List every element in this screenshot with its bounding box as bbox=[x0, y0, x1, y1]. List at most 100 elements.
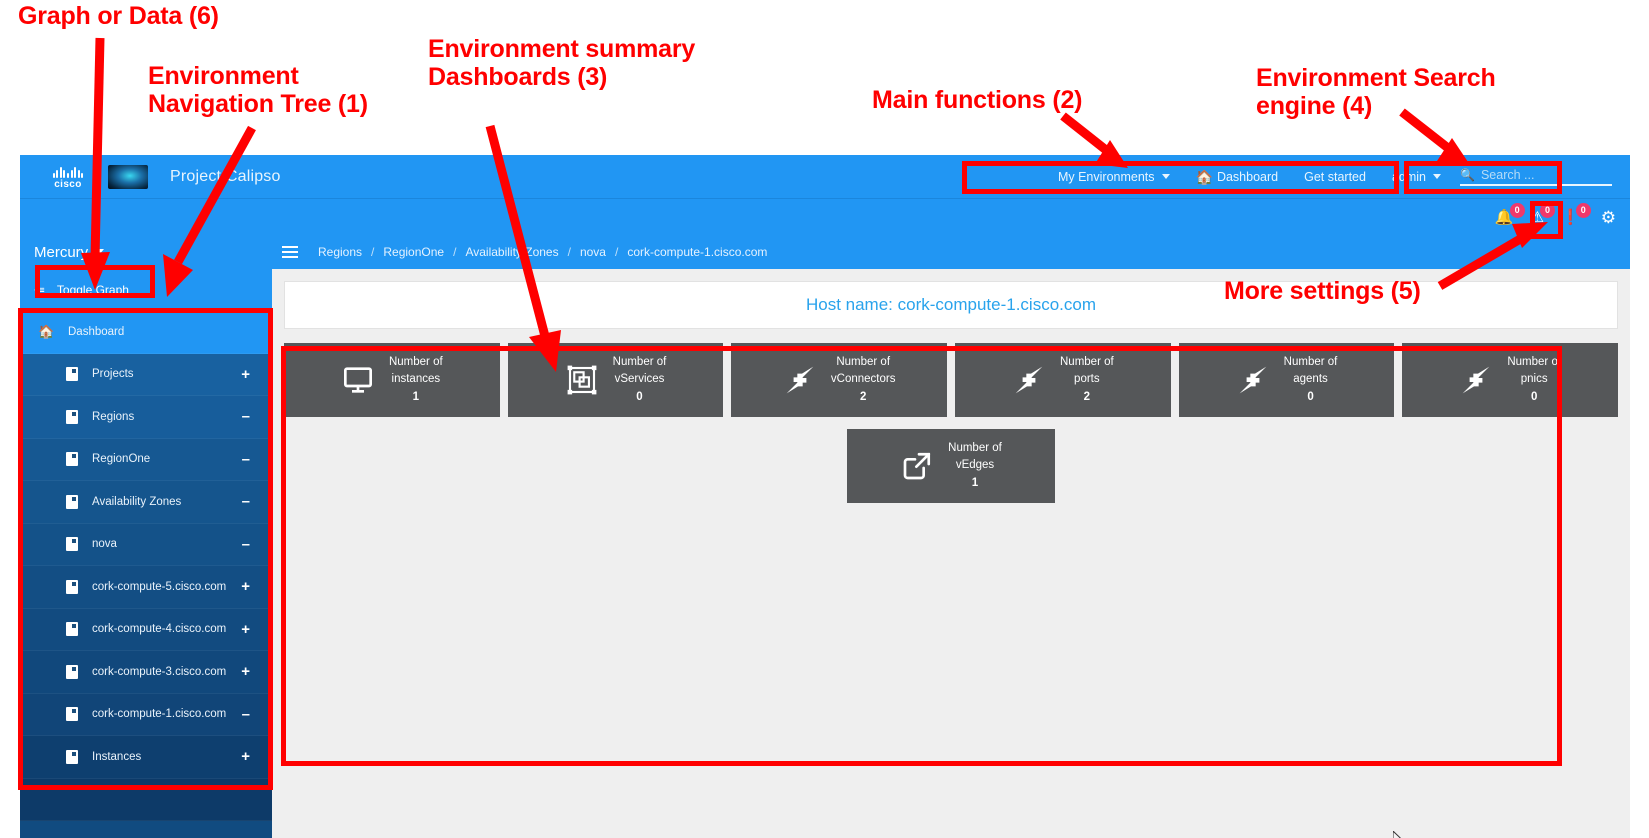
tile-line2: pnics bbox=[1520, 372, 1548, 385]
node-icon bbox=[66, 494, 78, 509]
annotation-box-search bbox=[1404, 161, 1562, 194]
tile-line1: Number of bbox=[1060, 355, 1114, 368]
node-icon bbox=[66, 409, 78, 424]
tile-ports[interactable]: Number of ports 2 bbox=[955, 343, 1171, 417]
expand-toggle-icon[interactable]: + bbox=[241, 365, 250, 383]
notification-bell[interactable]: 🔔 0 bbox=[1493, 202, 1527, 226]
sidebar-item-label: cork-compute-3.cisco.com bbox=[92, 665, 227, 678]
tile-value: 1 bbox=[412, 391, 420, 404]
tile-vedges[interactable]: Number of vEdges 1 bbox=[847, 429, 1055, 503]
sidebar-item-dashboard[interactable]: 🏠 Dashboard bbox=[20, 311, 272, 354]
home-icon: 🏠 bbox=[38, 323, 55, 339]
tile-line2: vEdges bbox=[955, 458, 995, 471]
collapse-toggle-icon[interactable]: – bbox=[241, 705, 250, 723]
tile-text: Number of ports 2 bbox=[1060, 354, 1114, 406]
collapse-toggle-icon[interactable]: – bbox=[241, 408, 250, 426]
expand-toggle-icon[interactable]: + bbox=[241, 578, 250, 596]
breadcrumb-item-regions[interactable]: Regions bbox=[318, 245, 363, 259]
chevron-down-icon bbox=[94, 249, 105, 255]
breadcrumb-item-regionone[interactable]: RegionOne bbox=[383, 245, 445, 259]
alert-bar: 🔔 0 ⚠ 0 ❗ 0 ⚙ bbox=[20, 198, 1630, 235]
node-icon bbox=[66, 622, 78, 637]
arrows-in-icon bbox=[783, 363, 817, 397]
bell-badge-count: 0 bbox=[1509, 202, 1525, 218]
nav-my-environments-label: My Environments bbox=[1057, 169, 1155, 184]
annotation-box-settings bbox=[1530, 201, 1563, 239]
annotation-box-main-functions bbox=[962, 161, 1399, 194]
settings-gear-button[interactable]: ⚙ bbox=[1601, 209, 1616, 226]
sidebar-item-projects[interactable]: Projects + bbox=[20, 353, 272, 396]
breadcrumb-separator: / bbox=[371, 245, 375, 259]
annotation-label-1: Environment Navigation Tree (1) bbox=[148, 62, 368, 118]
environment-name: Mercury bbox=[34, 243, 89, 261]
sidebar-item-cork-compute-5[interactable]: cork-compute-5.cisco.com + bbox=[20, 566, 272, 609]
sidebar-item-label: RegionOne bbox=[92, 453, 151, 466]
sidebar-item-instances[interactable]: Instances + bbox=[20, 736, 272, 779]
sidebar-item-availability-zones[interactable]: Availability Zones – bbox=[20, 481, 272, 524]
expand-toggle-icon[interactable]: + bbox=[241, 748, 250, 766]
tile-pnics[interactable]: Number of pnics 0 bbox=[1402, 343, 1619, 417]
expand-toggle-icon[interactable]: + bbox=[241, 663, 250, 681]
node-icon bbox=[66, 452, 78, 467]
tile-vservices[interactable]: Number of vServices 0 bbox=[507, 343, 724, 417]
tile-line1: Number of bbox=[612, 355, 667, 368]
node-icon bbox=[66, 749, 78, 764]
sidebar-item-regions[interactable]: Regions – bbox=[20, 396, 272, 439]
search-input[interactable] bbox=[1480, 167, 1612, 182]
tile-value: 1 bbox=[971, 477, 979, 490]
annotation-label-3: Environment summary Dashboards (3) bbox=[428, 35, 696, 91]
nav-my-environments[interactable]: My Environments bbox=[1045, 155, 1183, 198]
home-icon: 🏠 bbox=[1195, 168, 1213, 185]
sidebar-item-cork-compute-3[interactable]: cork-compute-3.cisco.com + bbox=[20, 651, 272, 694]
tile-text: Number of instances 1 bbox=[389, 354, 443, 406]
tile-text: Number of pnics 0 bbox=[1507, 354, 1561, 406]
collapse-toggle-icon[interactable]: – bbox=[241, 450, 250, 468]
node-icon bbox=[66, 537, 78, 552]
sidebar-item-regionone[interactable]: RegionOne – bbox=[20, 438, 272, 481]
bell-icon: 🔔 bbox=[1494, 208, 1514, 226]
breadcrumb-item-cork-compute-1[interactable]: cork-compute-1.cisco.com bbox=[627, 245, 768, 259]
tile-instances[interactable]: Number of instances 1 bbox=[284, 343, 500, 417]
sidebar-item-cork-compute-1[interactable]: cork-compute-1.cisco.com – bbox=[20, 693, 272, 736]
tile-value: 0 bbox=[1530, 391, 1538, 404]
error-badge-count: 0 bbox=[1575, 202, 1591, 218]
tile-vconnectors[interactable]: Number of vConnectors 2 bbox=[731, 343, 948, 417]
cisco-logo: cisco bbox=[46, 164, 90, 190]
breadcrumb-item-nova[interactable]: nova bbox=[579, 245, 606, 259]
tile-line1: Number of bbox=[948, 441, 1002, 454]
tile-agents[interactable]: Number of agents 0 bbox=[1178, 343, 1395, 417]
sidebar-item-label: Dashboard bbox=[68, 325, 125, 338]
nav-get-started[interactable]: Get started bbox=[1291, 155, 1379, 198]
environment-search[interactable]: 🔍 bbox=[1460, 167, 1612, 186]
tile-line2: vConnectors bbox=[830, 372, 896, 385]
tile-value: 2 bbox=[859, 391, 867, 404]
breadcrumb-item-availability-zones[interactable]: Availability Zones bbox=[465, 245, 559, 259]
arrows-in-icon bbox=[1236, 363, 1270, 397]
app-title: Project Calipso bbox=[170, 167, 281, 185]
notification-error[interactable]: ❗ 0 bbox=[1559, 202, 1593, 226]
tile-text: Number of vEdges 1 bbox=[948, 440, 1002, 492]
nav-get-started-label: Get started bbox=[1304, 169, 1366, 184]
search-icon: 🔍 bbox=[1460, 167, 1475, 182]
annotation-box-dashboards bbox=[281, 346, 1562, 766]
node-icon bbox=[66, 707, 78, 722]
tile-line2: vServices bbox=[614, 372, 665, 385]
collapse-toggle-icon[interactable]: – bbox=[241, 535, 250, 553]
annotation-box-toggle-graph bbox=[35, 265, 155, 298]
arrows-in-icon bbox=[1012, 363, 1046, 397]
dashboard-tiles-row-2: Number of vEdges 1 bbox=[284, 429, 1618, 503]
tile-line1: Number of bbox=[1507, 355, 1562, 368]
menu-hamburger-icon[interactable] bbox=[282, 246, 298, 258]
sidebar-item-label: Regions bbox=[92, 410, 135, 423]
sidebar-item-cork-compute-4[interactable]: cork-compute-4.cisco.com + bbox=[20, 608, 272, 651]
environment-selector[interactable]: Mercury bbox=[20, 235, 272, 269]
expand-toggle-icon[interactable]: + bbox=[241, 620, 250, 638]
exclamation-circle-icon: ❗ bbox=[1561, 208, 1580, 226]
collapse-toggle-icon[interactable]: – bbox=[241, 493, 250, 511]
tile-text: Number of vServices 0 bbox=[613, 354, 667, 406]
sidebar-item-nova[interactable]: nova – bbox=[20, 523, 272, 566]
tile-text: Number of agents 0 bbox=[1284, 354, 1338, 406]
nav-dashboard[interactable]: 🏠 Dashboard bbox=[1183, 155, 1292, 198]
node-icon bbox=[66, 367, 78, 382]
